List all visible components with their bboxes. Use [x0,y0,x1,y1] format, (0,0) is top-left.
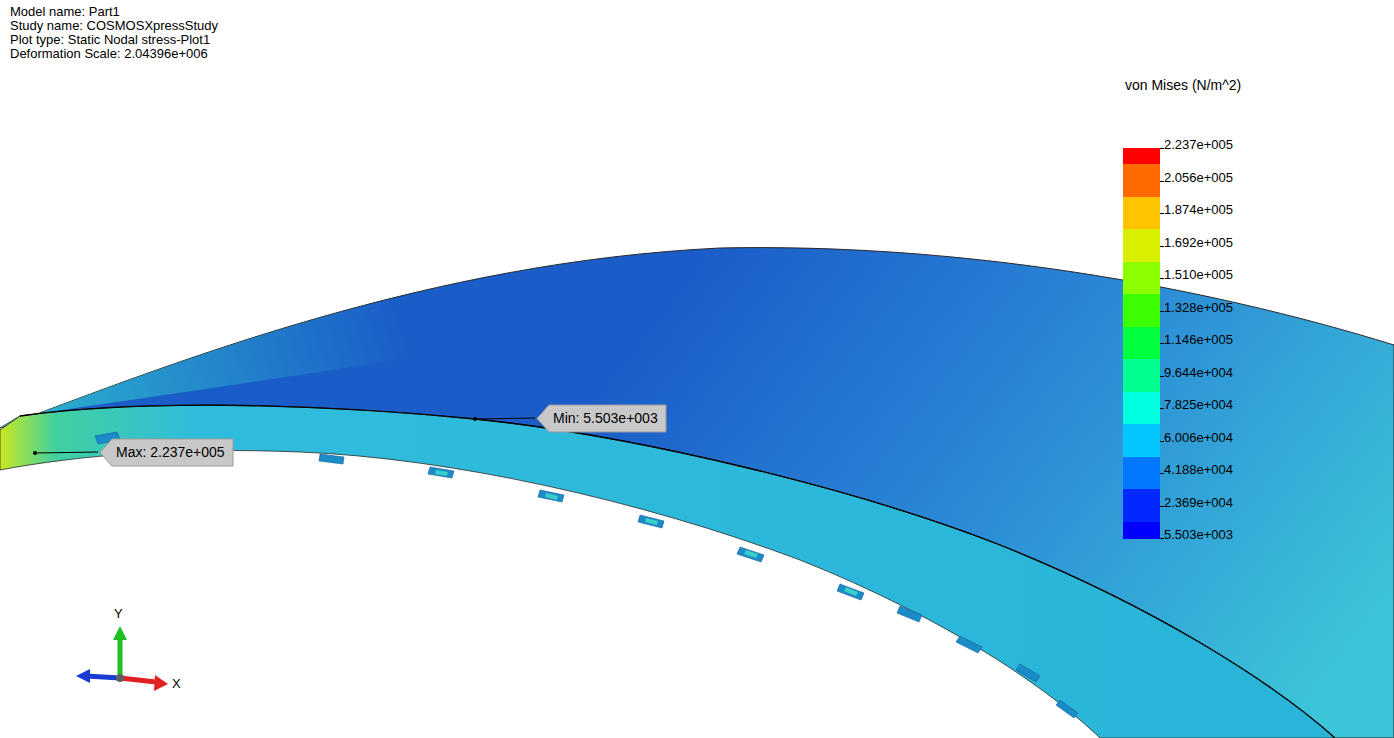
axis-triad [76,626,168,691]
max-point [33,451,37,455]
legend-tick [1160,278,1164,279]
legend-value: 2.369e+004 [1164,495,1233,510]
legend-tick [1160,473,1164,474]
shell-rim [0,405,1335,738]
legend-value: 9.644e+004 [1164,365,1233,380]
notch-highlights [435,470,858,596]
color-swatch [1123,424,1160,457]
y-arrowhead [113,626,127,640]
max-callout: Max: 2.237e+005 [100,439,233,466]
min-point [473,417,477,421]
color-swatch [1123,489,1160,522]
legend-value: 6.006e+004 [1164,430,1233,445]
plot-info: Model name: Part1 [10,4,120,19]
legend-value: 1.692e+005 [1164,235,1233,250]
plot-info: Plot type: Static Nodal stress-Plot1 [10,32,210,47]
legend-tick [1160,311,1164,312]
x-axis [120,678,156,682]
legend-value: 4.188e+004 [1164,462,1233,477]
y-axis [118,638,123,678]
callout-text: Min: 5.503e+003 [553,410,682,427]
color-swatch [1123,262,1160,295]
axis-label: Y [114,606,123,621]
color-swatch [1123,327,1160,360]
legend-tick [1160,246,1164,247]
legend-value: 2.237e+005 [1164,137,1233,152]
plot-info: Deformation Scale: 2.04396e+006 [10,46,208,61]
legend-tick [1160,441,1164,442]
color-swatch [1123,457,1160,490]
triad-origin [116,674,124,682]
color-swatch [1123,522,1160,539]
min-callout: Min: 5.503e+003 [537,405,666,432]
z-arrowhead [76,669,90,683]
color-swatch [1123,229,1160,262]
x-arrowhead [154,675,168,691]
callout-text: Max: 2.237e+005 [116,444,249,461]
min-leader [475,418,535,419]
z-axis [86,676,120,678]
legend-tick [1160,408,1164,409]
legend-tick [1160,343,1164,344]
legend-tick [1160,148,1164,149]
shell-surface [0,248,1394,738]
legend-value: 1.328e+005 [1164,300,1233,315]
shell-shade [0,248,720,428]
color-swatch [1123,197,1160,230]
legend-tick [1160,376,1164,377]
plot-info: Study name: COSMOSXpressStudy [10,18,218,33]
legend-tick [1160,538,1164,539]
rim-notches [95,432,1078,718]
legend-value: 1.146e+005 [1164,332,1233,347]
blade-shell [0,248,1394,738]
legend-value: 2.056e+005 [1164,170,1233,185]
legend-title: von Mises (N/m^2) [1125,78,1241,93]
legend-tick [1160,506,1164,507]
legend-tick [1160,181,1164,182]
legend-value: 5.503e+003 [1164,527,1233,542]
legend-value: 1.510e+005 [1164,267,1233,282]
rim-edge-line [20,405,1335,738]
color-swatch [1123,392,1160,425]
legend-tick [1160,213,1164,214]
legend-value: 1.874e+005 [1164,202,1233,217]
color-swatch [1123,164,1160,197]
color-swatch [1123,148,1160,165]
legend-value: 7.825e+004 [1164,397,1233,412]
max-leader [35,452,98,453]
axis-label: X [172,676,181,691]
color-swatch [1123,294,1160,327]
color-swatch [1123,359,1160,392]
